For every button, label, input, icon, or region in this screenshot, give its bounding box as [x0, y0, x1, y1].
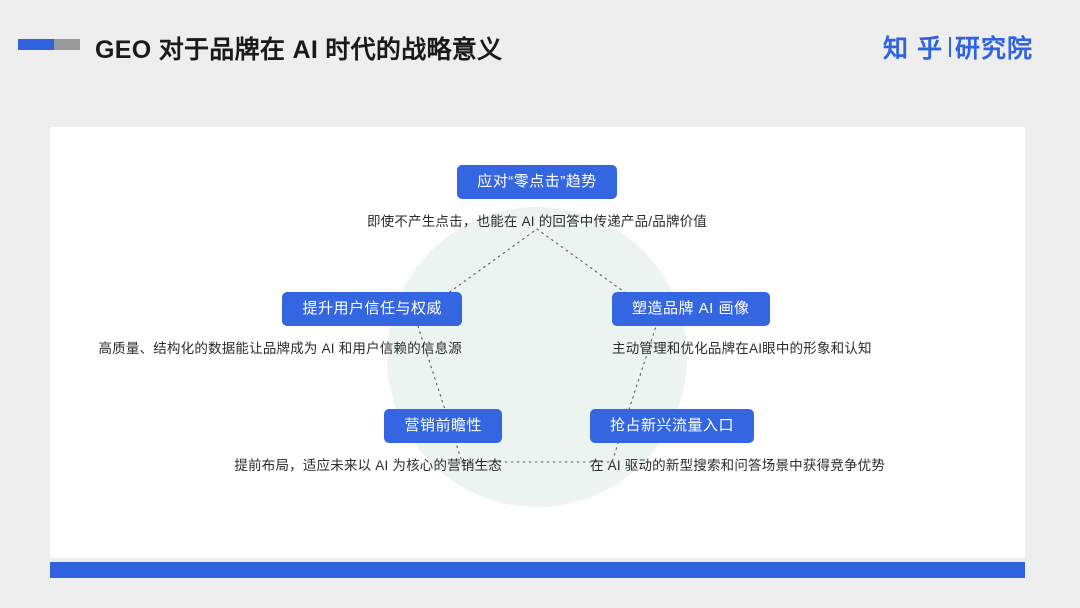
diagram-node-right[interactable]: 塑造品牌 AI 画像 主动管理和优化品牌在AI眼中的形象和认知 — [612, 292, 1012, 357]
node-right-label[interactable]: 塑造品牌 AI 画像 — [612, 292, 770, 326]
pentagon-diagram: 应对“零点击”趋势 即使不产生点击，也能在 AI 的回答中传递产品/品牌价值 提… — [50, 127, 1025, 558]
brand-logo: 知 乎 研究院 — [883, 29, 1033, 65]
node-bottom-right-label[interactable]: 抢占新兴流量入口 — [590, 409, 755, 443]
node-left-description: 高质量、结构化的数据能让品牌成为 AI 和用户信赖的信息源 — [98, 341, 462, 356]
page-header: GEO 对于品牌在 AI 时代的战略意义 知 乎 研究院 — [0, 0, 1080, 100]
node-left-label[interactable]: 提升用户信任与权威 — [282, 292, 462, 326]
brand-logo-separator — [948, 37, 951, 57]
node-bottom-left-label[interactable]: 营销前瞻性 — [384, 409, 502, 443]
card-bottom-accent-bar — [50, 562, 1025, 578]
accent-bar — [18, 39, 80, 50]
backdrop-circle-decoration — [387, 207, 687, 507]
diagram-node-left[interactable]: 提升用户信任与权威 高质量、结构化的数据能让品牌成为 AI 和用户信赖的信息源 — [62, 292, 462, 357]
diagram-node-bottom-right[interactable]: 抢占新兴流量入口 在 AI 驱动的新型搜索和问答场景中获得竞争优势 — [590, 409, 990, 474]
accent-bar-gray-segment — [54, 39, 80, 50]
node-bottom-right-description: 在 AI 驱动的新型搜索和问答场景中获得竞争优势 — [590, 458, 886, 473]
node-top-label[interactable]: 应对“零点击”趋势 — [457, 165, 617, 199]
brand-logo-main-text: 知 乎 — [883, 35, 943, 63]
diagram-node-bottom-left[interactable]: 营销前瞻性 提前布局，适应未来以 AI 为核心的营销生态 — [142, 409, 502, 474]
content-card: 应对“零点击”趋势 即使不产生点击，也能在 AI 的回答中传递产品/品牌价值 提… — [50, 127, 1025, 558]
page-title: GEO 对于品牌在 AI 时代的战略意义 — [95, 36, 503, 64]
accent-bar-blue-segment — [18, 39, 54, 50]
node-top-description: 即使不产生点击，也能在 AI 的回答中传递产品/品牌价值 — [366, 214, 708, 229]
brand-logo-sub-text: 研究院 — [954, 35, 1033, 63]
node-right-description: 主动管理和优化品牌在AI眼中的形象和认知 — [612, 341, 872, 356]
node-bottom-left-description: 提前布局，适应未来以 AI 为核心的营销生态 — [234, 458, 502, 473]
diagram-node-top[interactable]: 应对“零点击”趋势 即使不产生点击，也能在 AI 的回答中传递产品/品牌价值 — [222, 165, 852, 230]
